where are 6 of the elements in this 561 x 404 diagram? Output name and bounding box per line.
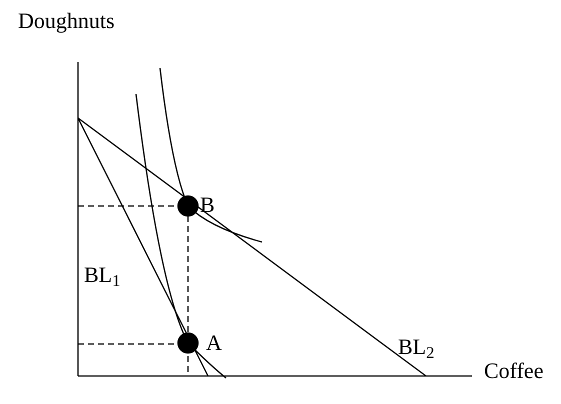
- axis-label: Coffee: [484, 358, 544, 384]
- line-label: BL$_{2}$: [398, 334, 434, 360]
- point-label: B: [200, 192, 215, 218]
- point-label: A: [206, 330, 222, 356]
- axis-label: Doughnuts: [18, 8, 115, 34]
- line-label: BL$_{1}$: [84, 262, 120, 288]
